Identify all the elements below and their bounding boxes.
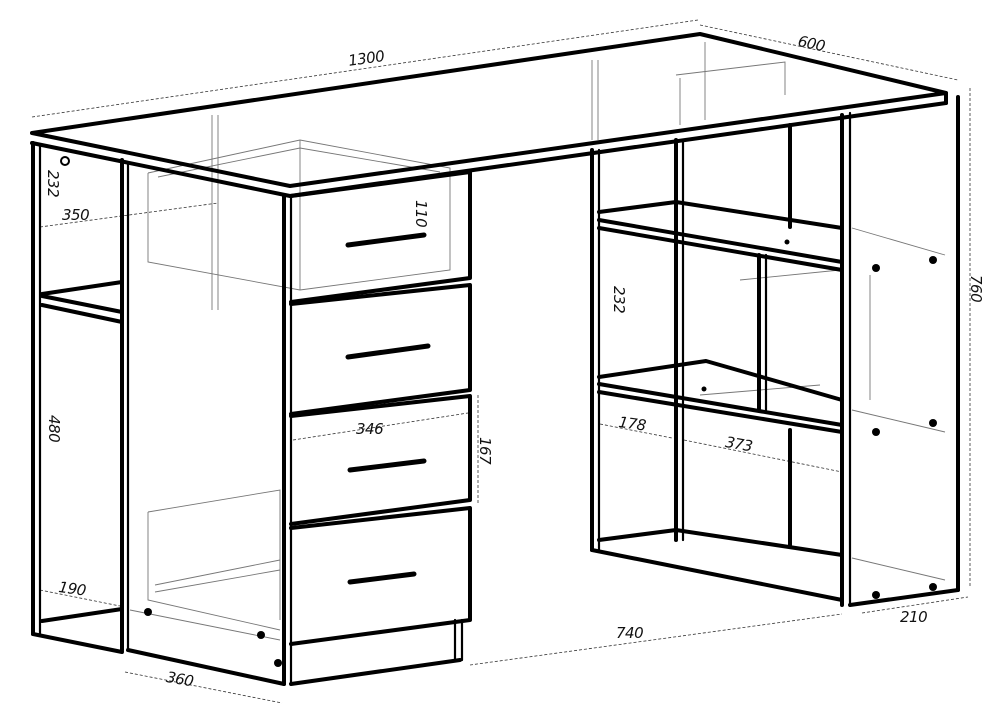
shelving-unit xyxy=(590,95,960,607)
dim-drawer-height: 167 xyxy=(476,437,494,465)
dim-overall-height: 760 xyxy=(967,275,985,303)
dim-right-upper-niche-height: 232 xyxy=(610,286,628,314)
dim-left-shelf-depth: 350 xyxy=(62,206,90,224)
dim-drawer-width: 346 xyxy=(356,420,384,438)
dim-shelf-unit-depth: 210 xyxy=(900,608,928,626)
drawer-fronts xyxy=(289,170,472,646)
left-open-shelf xyxy=(31,141,130,654)
pedestal xyxy=(60,156,464,686)
desktop-top xyxy=(30,32,948,198)
dim-right-shelf-left-width: 178 xyxy=(617,413,647,435)
hidden-lines xyxy=(129,42,946,641)
dim-knee-space-width: 740 xyxy=(616,624,644,642)
dimension-lines xyxy=(31,19,971,704)
dim-left-bottom-depth: 190 xyxy=(57,578,87,600)
dim-top-drawer-height: 110 xyxy=(412,200,430,228)
dim-left-lower-niche-height: 480 xyxy=(45,415,63,443)
dim-left-upper-niche-height: 232 xyxy=(44,170,62,198)
